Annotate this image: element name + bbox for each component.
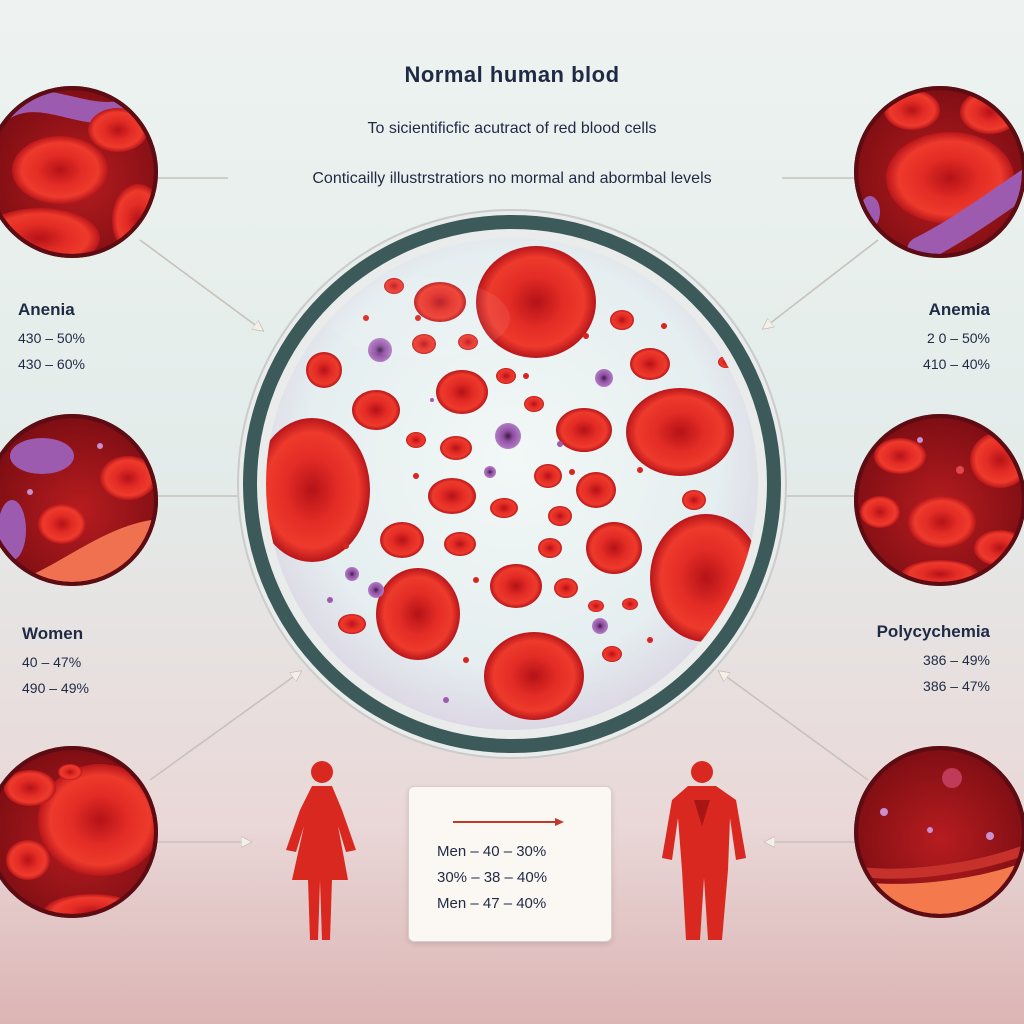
caption: Conticailly illustrstratiors no mormal a… — [312, 170, 712, 187]
label-left-anemia: Anenia — [18, 300, 75, 319]
info-line-2: 30% – 38 – 40% — [437, 869, 548, 886]
value-women-1: 40 – 47% — [22, 654, 82, 670]
value-women-2: 490 – 49% — [22, 680, 89, 696]
info-line-3: Men – 47 – 40% — [437, 895, 547, 912]
connector-arrow — [149, 672, 300, 781]
detail-circle-middle-left — [0, 414, 158, 586]
detail-circle-top-right — [854, 86, 1024, 258]
connector-arrow — [764, 239, 879, 328]
value-right-anemia-1: 2 0 – 50% — [926, 330, 990, 346]
connector-arrow — [139, 239, 262, 330]
detail-circle-bottom-right — [854, 746, 1024, 918]
value-left-anemia-1: 430 – 50% — [18, 330, 85, 346]
blood-cells-view — [266, 246, 758, 720]
subtitle: To sicientificfic acutract of red blood … — [367, 120, 657, 137]
connector-arrow — [720, 672, 869, 781]
value-polycythemia-1: 386 – 49% — [923, 652, 990, 668]
detail-circle-top-left — [0, 86, 158, 258]
value-left-anemia-2: 430 – 60% — [18, 356, 85, 372]
connector-lines — [139, 177, 879, 842]
info-box: Men – 40 – 30% 30% – 38 – 40% Men – 47 –… — [408, 786, 612, 942]
label-women: Women — [22, 624, 84, 643]
arrow-right-icon — [453, 818, 564, 826]
man-figure-icon — [662, 761, 746, 940]
detail-circle-middle-right — [854, 414, 1024, 586]
value-polycythemia-2: 386 – 47% — [923, 678, 990, 694]
magnifier-lens — [237, 209, 787, 759]
label-polycythemia: Polycychemia — [876, 622, 990, 641]
woman-figure-icon — [286, 761, 356, 940]
label-right-anemia: Anemia — [928, 300, 990, 319]
detail-circle-bottom-left — [0, 746, 158, 918]
info-line-1: Men – 40 – 30% — [437, 843, 547, 860]
page-title: Normal human blod — [404, 62, 620, 87]
value-right-anemia-2: 410 – 40% — [923, 356, 990, 372]
